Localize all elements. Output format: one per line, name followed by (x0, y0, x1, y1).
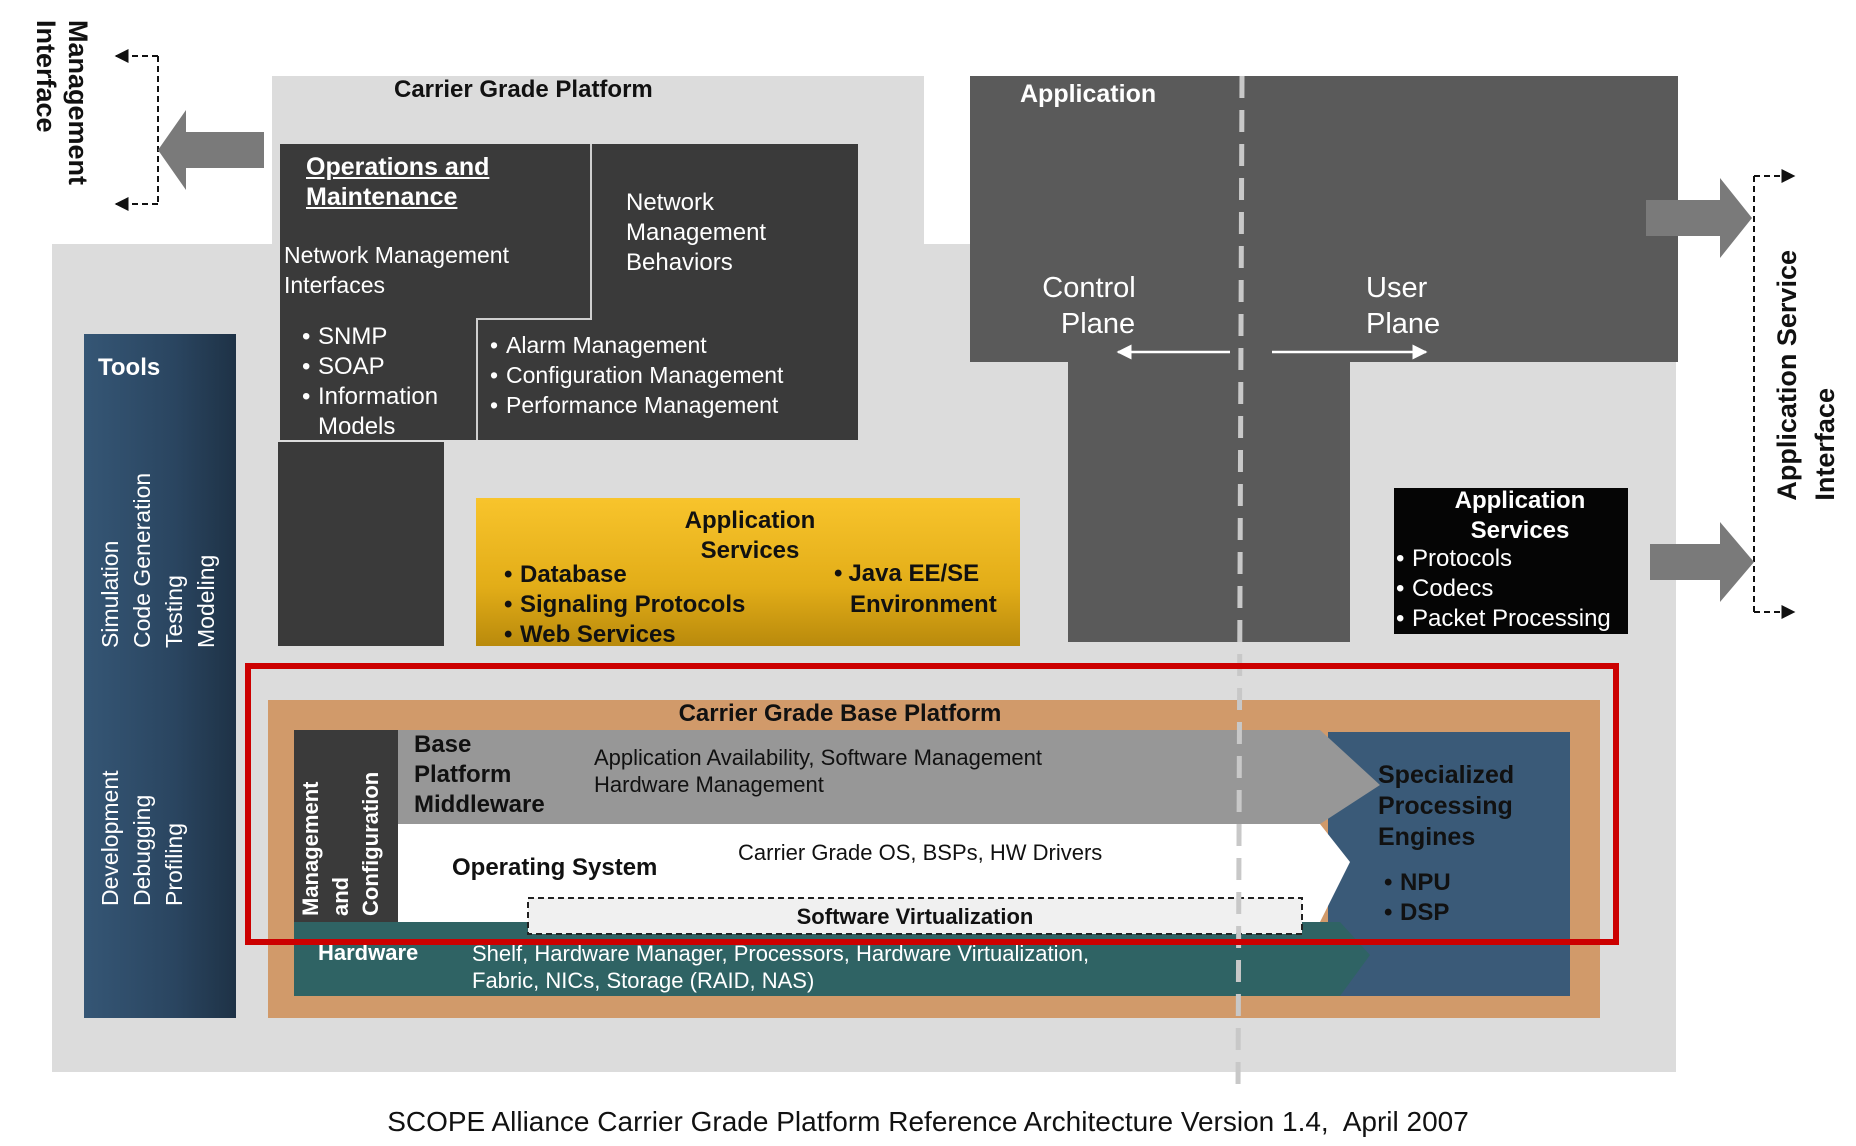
os-label: Operating System (452, 854, 658, 881)
control-plane-line2: Plane (1060, 308, 1136, 340)
middleware-label: Base Platform Middleware (414, 730, 545, 820)
management-big-arrow (158, 110, 264, 190)
box-divider-vertical (590, 144, 592, 320)
user-plane-line1: User (1366, 272, 1428, 304)
operations-title: Operations and Maintenance (306, 152, 489, 212)
nmi-line1: Network Management (284, 242, 509, 268)
java-line1: •Java EE/SE (834, 560, 980, 587)
spe-bullets: NPU DSP (1382, 868, 1451, 928)
network-mgmt-behaviors-label: Network Management Behaviors (626, 188, 766, 278)
nmb-line3: Behaviors (626, 249, 733, 276)
operations-title-line2: Maintenance (306, 183, 458, 211)
network-mgmt-bullets: Alarm Management Configuration Managemen… (488, 330, 783, 420)
network-mgmt-behaviors-box (592, 144, 858, 320)
application-box (970, 76, 1678, 362)
app-services-yellow-bullet: Signaling Protocols (502, 590, 745, 620)
sw-virtualization-box (527, 897, 1303, 935)
java-line1-text: Java EE/SE (848, 560, 980, 587)
middleware-desc: Application Availability, Software Manag… (594, 744, 1042, 798)
base-platform-title: Carrier Grade Base Platform (678, 700, 1002, 727)
caption: SCOPE Alliance Carrier Grade Platform Re… (387, 1106, 1469, 1137)
management-interface-line2: Interface (31, 20, 61, 133)
nmb-bullet: Performance Management (488, 390, 783, 420)
highlight-frame (245, 663, 1619, 945)
app-services-yellow-bullet: Database (502, 560, 745, 590)
app-services-black-bullet: Packet Processing (1394, 604, 1611, 634)
spe-line3: Engines (1378, 823, 1476, 851)
middleware-desc-line2: Hardware Management (594, 772, 824, 797)
spe-bullet: DSP (1382, 898, 1451, 928)
app-services-black-bullets: Protocols Codecs Packet Processing (1394, 544, 1611, 634)
spe-bullet: NPU (1382, 868, 1451, 898)
middleware-arrow (398, 730, 1380, 824)
hardware-desc-line2: Fabric, NICs, Storage (RAID, NAS) (472, 968, 815, 993)
operations-bullet: SNMP (300, 322, 480, 352)
application-title: Application (1020, 80, 1157, 108)
carrier-grade-platform-title: Carrier Grade Platform (394, 76, 653, 103)
asi-big-arrow-lower (1650, 522, 1754, 602)
user-plane-label: User Plane (1366, 270, 1440, 342)
nmb-line1: Network (626, 189, 715, 216)
nmb-line2: Management (626, 219, 767, 246)
java-line2: Environment (850, 591, 997, 618)
control-plane-label: Control Plane (1034, 270, 1144, 342)
box-divider-horizontal (478, 318, 592, 320)
spe-line1: Specialized (1378, 761, 1515, 789)
nmb-bullet: Alarm Management (488, 330, 783, 360)
middleware-desc-line1: Application Availability, Software Manag… (594, 745, 1042, 770)
tools-title: Tools (98, 354, 161, 381)
os-desc: Carrier Grade OS, BSPs, HW Drivers (738, 840, 1103, 865)
app-services-yellow-bullet: Web Services (502, 620, 745, 650)
app-services-black-title-line2: Services (1470, 517, 1570, 544)
plane-divider (1235, 75, 1245, 1097)
hardware-desc: Shelf, Hardware Manager, Processors, Har… (472, 940, 1089, 994)
app-services-black-bullet: Protocols (1394, 544, 1611, 574)
tools-panel (84, 334, 236, 1018)
user-plane-line2: Plane (1366, 308, 1441, 340)
nmi-line2: Interfaces (284, 272, 385, 298)
app-services-black-bullet: Codecs (1394, 574, 1611, 604)
application-stem (1068, 360, 1350, 642)
nmb-bullet: Configuration Management (488, 360, 783, 390)
middleware-line1: Base (414, 731, 472, 758)
operations-title-line1: Operations and (306, 153, 490, 181)
control-plane-line1: Control (1042, 272, 1136, 304)
mgmt-config-panel (294, 730, 398, 924)
management-interface-label: Management Interface (30, 20, 94, 185)
java-environment: •Java EE/SE Environment (834, 558, 997, 620)
network-management-interfaces: Network Management Interfaces (284, 240, 509, 300)
dark-box-lower-left (278, 442, 444, 646)
middleware-line3: Middleware (414, 791, 545, 818)
spe-line2: Processing (1378, 792, 1513, 820)
operations-bullet: SOAP (300, 352, 480, 382)
hardware-desc-line1: Shelf, Hardware Manager, Processors, Har… (472, 941, 1090, 966)
management-interface-line1: Management (63, 20, 93, 186)
operations-bullet: Information Models (300, 382, 480, 442)
middleware-line2: Platform (414, 761, 512, 788)
app-services-black-title-line1: Application (1454, 487, 1586, 514)
sw-virtualization-label: Software Virtualization (796, 904, 1034, 929)
app-services-black-title: Application Services (1394, 486, 1646, 546)
app-services-yellow-bullets: Database Signaling Protocols Web Service… (502, 560, 745, 650)
operations-bullets: SNMP SOAP Information Models (300, 322, 480, 442)
app-services-yellow-title-line1: Application (684, 507, 816, 534)
spe-label: Specialized Processing Engines (1378, 760, 1514, 853)
asi-big-arrow-upper (1646, 178, 1752, 258)
